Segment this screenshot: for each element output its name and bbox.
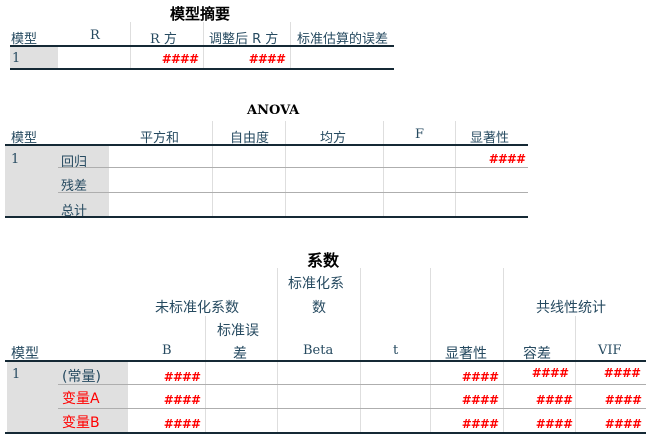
sig-value: #### [461, 417, 499, 431]
col-header-mean-sq: 均方 [320, 131, 347, 146]
vif-value: #### [603, 366, 641, 380]
group-header-standardized-2: 数 [312, 300, 326, 316]
row-rule [58, 167, 528, 168]
anova-title: ANOVA [247, 103, 300, 118]
col-header-f: F [415, 127, 425, 142]
divider [205, 316, 206, 434]
row-label-variable-a: 变量A [62, 391, 100, 407]
header-rule [5, 360, 646, 362]
col-header-model: 模型 [11, 32, 38, 47]
model-number: 1 [11, 152, 20, 167]
adj-r-square-value: #### [248, 52, 286, 66]
row-rule [58, 408, 646, 409]
col-header-sum-sq: 平方和 [140, 131, 180, 146]
divider [277, 268, 278, 434]
vif-value: #### [604, 417, 642, 431]
row-label-variable-b: 变量B [62, 415, 100, 431]
tolerance-value: #### [531, 366, 569, 380]
model-number: 1 [12, 367, 21, 382]
col-header-r-square: R 方 [150, 32, 177, 47]
row-label-regression: 回归 [61, 155, 88, 170]
model-number: 1 [12, 51, 21, 66]
b-value: #### [163, 417, 201, 431]
row-label-constant: (常量) [62, 369, 101, 385]
divider [455, 121, 456, 218]
col-header-sig: 显著性 [445, 346, 487, 362]
tolerance-value: #### [535, 417, 573, 431]
col-header-std-error: 标准估算的误差 [297, 32, 389, 47]
sig-value: #### [461, 370, 499, 384]
col-header-vif: VIF [598, 343, 622, 358]
b-value: #### [163, 393, 201, 407]
group-header-collinearity: 共线性统计 [536, 300, 606, 316]
b-value: #### [163, 370, 201, 384]
sig-value: #### [461, 393, 499, 407]
divider [430, 268, 431, 434]
divider [575, 316, 576, 434]
vif-value: #### [604, 393, 642, 407]
divider [285, 121, 286, 218]
header-rule [5, 144, 528, 146]
divider [503, 268, 504, 434]
row-label-shade [10, 47, 58, 68]
col-header-df: 自由度 [230, 131, 270, 146]
col-header-b: B [162, 343, 172, 358]
header-rule [10, 45, 394, 47]
col-header-adj-r-square: 调整后 R 方 [209, 32, 279, 47]
divider [212, 121, 213, 218]
col-header-std-error-2: 差 [233, 346, 247, 362]
col-header-t: t [393, 343, 399, 358]
group-header-unstandardized: 未标准化系数 [155, 300, 239, 316]
row-label-total: 总计 [61, 204, 88, 219]
divider [360, 268, 361, 434]
r-square-value: #### [161, 52, 199, 66]
bottom-rule [10, 68, 394, 70]
col-header-std-error-1: 标准误 [217, 323, 259, 339]
row-rule [58, 384, 646, 385]
col-header-beta: Beta [303, 343, 334, 358]
tolerance-value: #### [535, 393, 573, 407]
row-label-shade [5, 146, 109, 217]
row-label-residual: 残差 [61, 179, 88, 194]
col-header-model: 模型 [11, 131, 38, 146]
coefficients-title: 系数 [307, 251, 340, 270]
col-header-tolerance: 容差 [523, 346, 551, 362]
divider [383, 121, 384, 218]
row-label-shade [7, 362, 128, 433]
bottom-rule [5, 432, 646, 434]
sig-value: #### [488, 152, 526, 166]
model-summary-title: 模型摘要 [170, 5, 231, 23]
bottom-rule [5, 216, 528, 218]
row-rule [58, 192, 528, 193]
col-header-r: R [90, 28, 100, 43]
group-header-standardized-1: 标准化系 [288, 276, 344, 292]
col-header-model: 模型 [11, 346, 39, 362]
col-header-sig: 显著性 [470, 131, 510, 146]
